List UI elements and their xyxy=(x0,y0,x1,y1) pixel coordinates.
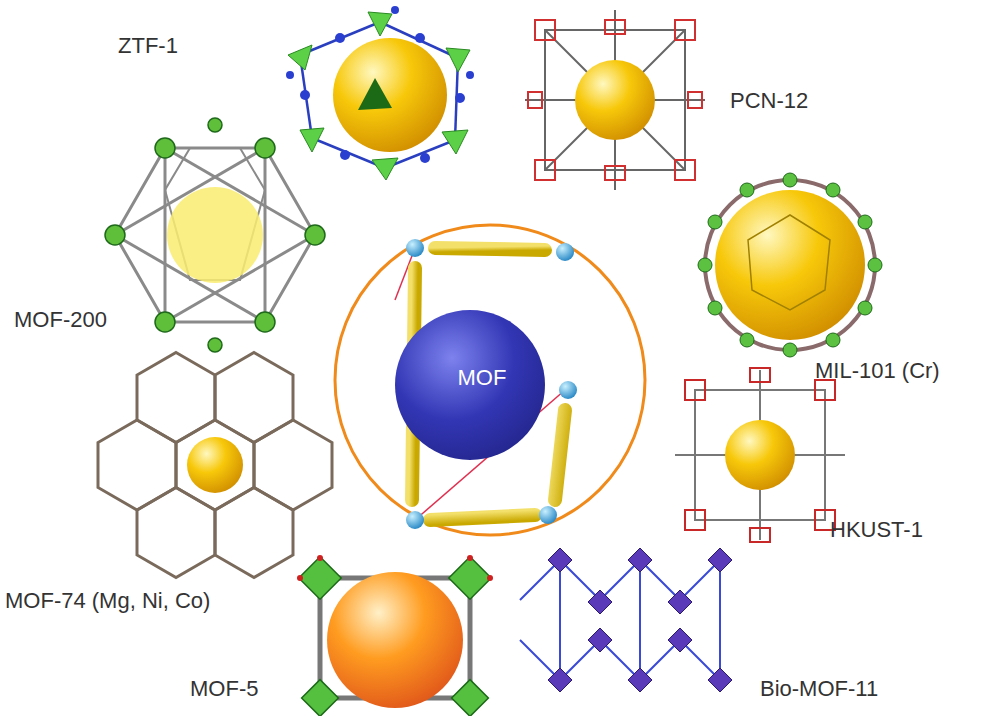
bio-mof-11-structure xyxy=(520,548,732,692)
mof-74-structure xyxy=(98,353,332,578)
structure-label: MOF-74 (Mg, Ni, Co) xyxy=(5,588,210,613)
mof-200-structure xyxy=(105,118,325,352)
structure-label: PCN-12 xyxy=(730,88,808,113)
sphere-label: MOF xyxy=(458,365,507,391)
mof-74-pore xyxy=(187,437,243,493)
mil-101-structure xyxy=(698,173,882,357)
structure-label: HKUST-1 xyxy=(830,517,923,542)
mof-cube xyxy=(335,225,645,535)
mof-sphere: MOF xyxy=(395,310,545,460)
structure-label: MOF-200 xyxy=(14,307,107,332)
mof-5-structure xyxy=(297,555,493,716)
ztf-1-structure xyxy=(286,6,474,180)
hkust-1-structure xyxy=(675,368,845,542)
structure-label: MOF-5 xyxy=(190,676,258,701)
pcn-12-structure xyxy=(525,10,705,190)
structure-label: MIL-101 (Cr) xyxy=(815,358,940,383)
structure-label: ZTF-1 xyxy=(118,33,178,58)
structure-label: Bio-MOF-11 xyxy=(760,676,878,701)
